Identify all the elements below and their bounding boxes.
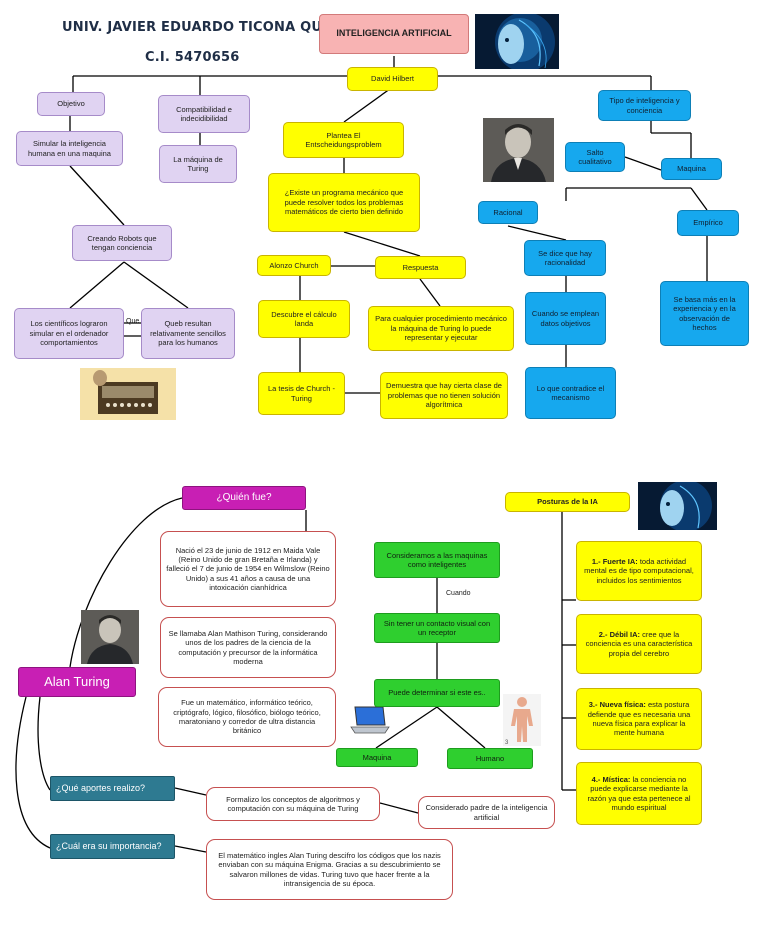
node-plantea: Plantea El Entscheidungsproblem (283, 122, 404, 158)
node-lo-que-contradice: Lo que contradice el mecanismo (525, 367, 616, 419)
node-formalizo: Formalizo los conceptos de algoritmos y … (206, 787, 380, 821)
robot-face-photo (638, 482, 717, 530)
human-body-icon: 3 (503, 694, 541, 746)
node-postura-mistica: 4.- Mística: la conciencia no puede expl… (576, 762, 702, 825)
postura-fuerte-title: 1.- Fuerte IA: (591, 556, 638, 566)
robot-face-photo (475, 14, 559, 69)
node-cientificos: Los científicos lograron simular en el o… (14, 308, 124, 359)
node-que-aportes: ¿Qué aportes realizo? (50, 776, 175, 801)
postura-nueva-fisica-title: 3.- Nueva física: (588, 700, 646, 710)
node-quien-fue: ¿Quién fue? (182, 486, 306, 510)
node-postura-fuerte: 1.- Fuerte IA: toda actividad mental es … (576, 541, 702, 601)
node-alan-turing: Alan Turing (18, 667, 136, 697)
node-alonzo-church: Alonzo Church (257, 255, 331, 276)
node-matematico-ingles: El matemático ingles Alan Turing descifr… (206, 839, 453, 900)
node-se-llamaba: Se llamaba Alan Mathison Turing, conside… (160, 617, 336, 678)
postura-debil-title: 2.- Débil IA: (598, 629, 641, 639)
node-empirico: Empírico (677, 210, 739, 236)
author-name: UNIV. JAVIER EDUARDO TICONA QUISPE (62, 20, 356, 35)
node-consideramos: Consideramos a las maquinas como intelig… (374, 542, 500, 578)
node-racional: Racional (478, 201, 538, 224)
node-queb: Queb resultan relativamente sencillos pa… (141, 308, 235, 359)
connector-que: Que (126, 318, 140, 325)
main-title: INTELIGENCIA ARTIFICIAL (319, 14, 469, 54)
postura-mistica-text: la conciencia no puede explicarse median… (587, 774, 691, 812)
node-demuestra: Demuestra que hay cierta clase de proble… (380, 372, 508, 419)
node-green-humano: Humano (447, 748, 533, 769)
node-postura-nueva-fisica: 3.- Nueva física: esta postura defiende … (576, 688, 702, 750)
laptop-icon (350, 706, 390, 734)
node-creando-robots: Creando Robots que tengan conciencia (72, 225, 172, 261)
postura-debil-text: cree que la conciencia es una caracterís… (585, 629, 693, 658)
node-tipo-inteligencia: Tipo de inteligencia y conciencia (598, 90, 691, 121)
node-existe: ¿Existe un programa mecánico que puede r… (268, 173, 420, 232)
node-para-cualquier: Para cualquier procedimiento mecánico la… (368, 306, 514, 351)
postura-mistica-title: 4.- Mística: (591, 774, 631, 784)
alan-turing-portrait (81, 610, 139, 664)
node-se-dice: Se dice que hay racionalidad (524, 240, 606, 276)
node-green-maquina: Maquina (336, 748, 418, 767)
node-descubre: Descubre el cálculo landa (258, 300, 350, 338)
node-fue-un: Fue un matemático, informático teórico, … (158, 687, 336, 747)
node-cuando-se: Cuando se emplean datos objetivos (525, 292, 606, 345)
node-salto-cualitativo: Salto cualitativo (565, 142, 625, 172)
svg-text:3: 3 (505, 740, 509, 746)
node-postura-debil: 2.- Débil IA: cree que la conciencia es … (576, 614, 702, 674)
node-nacio: Nació el 23 de junio de 1912 en Maida Va… (160, 531, 336, 607)
node-cual-importancia: ¿Cuál era su importancia? (50, 834, 175, 859)
node-puede-determinar: Puede determinar si este es.. (374, 679, 500, 707)
postura-fuerte-text: toda actividad mental es de tipo computa… (584, 556, 694, 585)
node-se-basa: Se basa más en la experiencia y en la ob… (660, 281, 749, 346)
alan-turing-portrait (483, 118, 554, 182)
author-id: C.I. 5470656 (145, 50, 240, 65)
node-maquina: Maquina (661, 158, 722, 180)
node-sin-tener: Sin tener un contacto visual con un rece… (374, 613, 500, 643)
node-david-hilbert: David Hilbert (347, 67, 438, 91)
node-compatibilidad: Compatibilidad e indecidibilidad (158, 95, 250, 133)
node-maquina-turing: La máquina de Turing (159, 145, 237, 183)
node-objetivo: Objetivo (37, 92, 105, 116)
postura-nueva-fisica-text: esta postura defiende que es necesaria u… (587, 700, 691, 738)
node-tesis: La tesis de Church - Turing (258, 372, 345, 415)
node-posturas: Posturas de la IA (505, 492, 630, 512)
node-considerado: Considerado padre de la inteligencia art… (418, 796, 555, 829)
node-simular: Simular la inteligencia humana en una ma… (16, 131, 123, 166)
enigma-machine-photo (80, 368, 176, 420)
connector-cuando: Cuando (446, 590, 471, 597)
node-respuesta: Respuesta (375, 256, 466, 279)
